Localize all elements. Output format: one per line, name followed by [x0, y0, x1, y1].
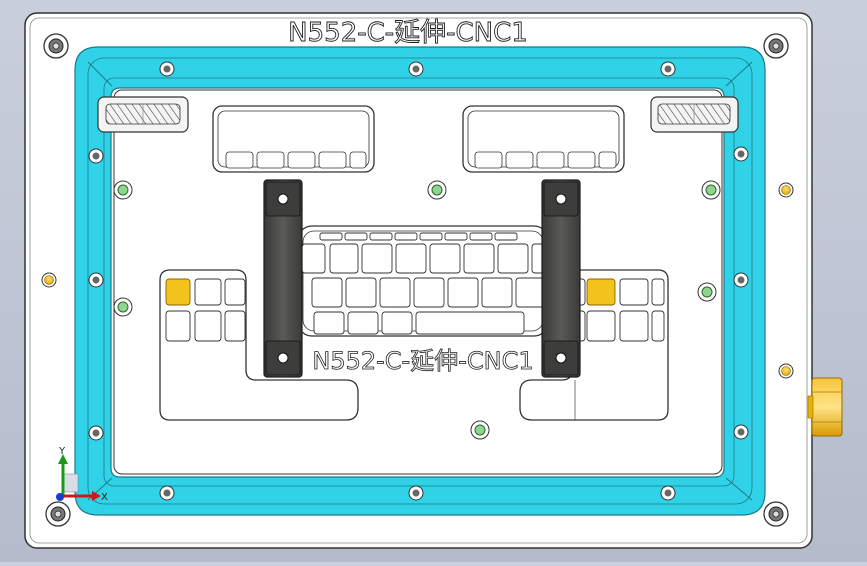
screw-icon: [733, 272, 749, 288]
screw-icon: [159, 61, 175, 77]
plate-yellow-dot: [778, 182, 794, 198]
screw-icon: [88, 272, 104, 288]
screw-icon: [159, 485, 175, 501]
screw-icon: [733, 424, 749, 440]
locator-pin-icon: [470, 420, 490, 440]
screw-icon: [555, 193, 567, 205]
base-plate-inner-line: [29, 17, 808, 544]
crosshair-bolt-icon: [52, 42, 60, 50]
locator-pin-icon: [701, 180, 721, 200]
frame-screws: [88, 61, 749, 501]
keycaps-left: [165, 278, 246, 342]
corner-bolt-bottom-right[interactable]: [763, 501, 789, 527]
corner-bolt-top-right[interactable]: [763, 33, 789, 59]
crosshair-bolt-icon: [54, 510, 62, 518]
yellow-key-right: [586, 278, 616, 306]
vacuum-slot-right[interactable]: [650, 96, 739, 133]
screw-icon: [660, 61, 676, 77]
cyan-frame-outer-line: [87, 57, 753, 505]
screw-icon: [408, 61, 424, 77]
pocket-top-right: [462, 105, 625, 173]
keycaps-right: [574, 278, 665, 342]
screw-icon: [88, 425, 104, 441]
axis-triad: Y X: [56, 446, 108, 503]
locator-pin-icon: [113, 297, 133, 317]
corner-bolt-bottom-left[interactable]: [45, 501, 71, 527]
cyan-frame: [74, 46, 766, 516]
screw-icon: [277, 352, 289, 364]
side-knob[interactable]: [807, 377, 843, 437]
keyboard-pocket: [159, 269, 359, 421]
pocket-top-left: [212, 105, 375, 173]
plate-yellow-dot: [778, 363, 794, 379]
crosshair-bolt-icon: [772, 510, 780, 518]
locator-pin-icon: [697, 282, 717, 302]
handle-right[interactable]: [541, 179, 581, 378]
axis-y-label: Y: [58, 446, 66, 457]
locator-pin-icon: [427, 180, 447, 200]
screw-icon: [88, 148, 104, 164]
drawing-title: N552-C-延伸-CNC1: [288, 18, 528, 48]
handle-left[interactable]: [263, 179, 303, 378]
keyboard-pocket-right: [519, 269, 669, 421]
screw-icon: [277, 193, 289, 205]
screw-icon: [660, 485, 676, 501]
center-label: N552-C-延伸-CNC1: [312, 347, 533, 375]
axis-x-label: X: [101, 492, 108, 503]
crosshair-bolt-icon: [772, 42, 780, 50]
knob-icon: [807, 395, 814, 419]
yellow-key-left: [165, 278, 191, 306]
corner-bolt-top-left[interactable]: [43, 33, 69, 59]
plate-yellow-dot: [41, 272, 57, 288]
vacuum-slot-left[interactable]: [97, 96, 189, 133]
keycaps-center: [301, 232, 545, 335]
locator-pin-icon: [113, 180, 133, 200]
screw-icon: [408, 485, 424, 501]
screw-icon: [733, 146, 749, 162]
screw-icon: [555, 352, 567, 364]
